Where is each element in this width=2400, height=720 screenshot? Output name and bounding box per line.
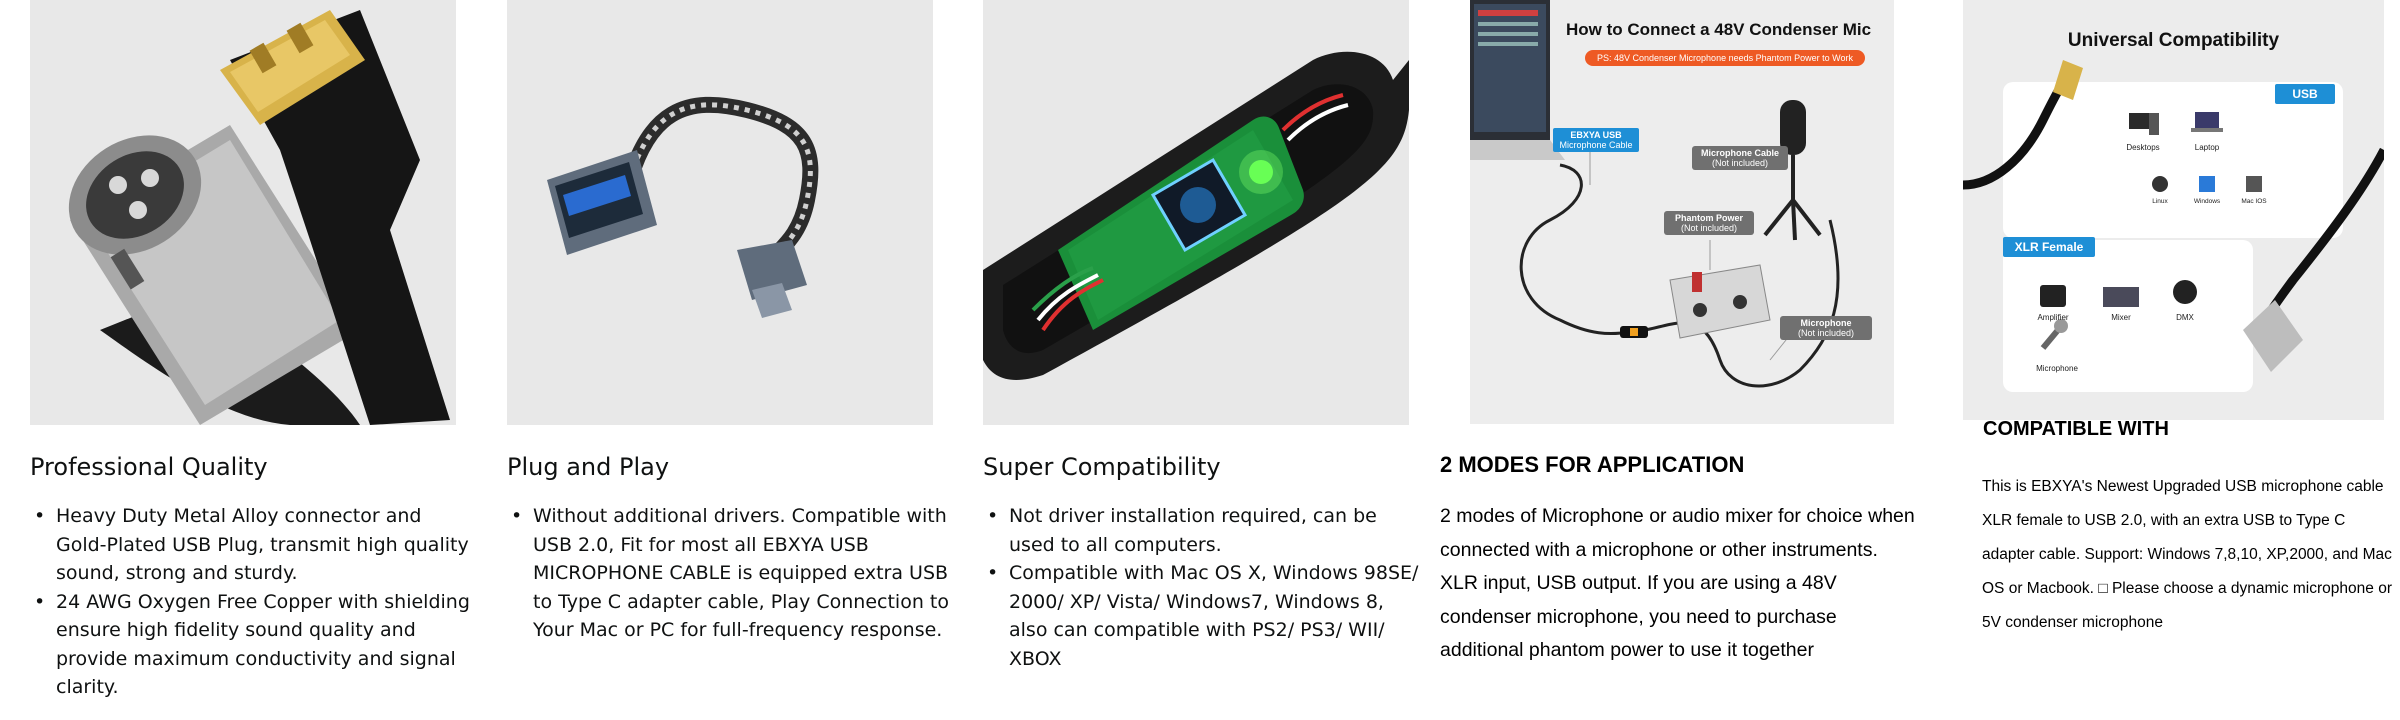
device-label-windows: Windows [2193, 198, 2221, 205]
connection-diagram-image: How to Connect a 48V Condenser Mic PS: 4… [1470, 0, 1894, 424]
card-title: Super Compatibility [983, 453, 1221, 481]
diagram-note: PS: 48V Condenser Microphone needs Phant… [1585, 50, 1865, 66]
compatibility-heading: Universal Compatibility [2067, 30, 2280, 51]
device-label-microphone: Microphone [2036, 364, 2078, 373]
card-title: Plug and Play [507, 453, 670, 481]
feature-list: Not driver installation required, can be… [983, 502, 1423, 673]
device-label-amplifier: Amplifier [2037, 313, 2069, 322]
feature-list: Without additional drivers. Compatible w… [507, 502, 949, 645]
list-item: 24 AWG Oxygen Free Copper with shielding… [30, 588, 470, 702]
circuit-board-image [983, 0, 1409, 425]
phantom-power-label: Phantom Power (Not included) [1664, 211, 1754, 235]
list-item: Without additional drivers. Compatible w… [507, 502, 949, 645]
list-item: Not driver installation required, can be… [983, 502, 1423, 559]
feature-card-professional-quality: Professional Quality Heavy Duty Metal Al… [0, 0, 480, 720]
xlr-female-tag: XLR Female [2003, 237, 2095, 257]
feature-card-plug-and-play: Plug and Play Without additional drivers… [480, 0, 960, 720]
device-label-desktops: Desktops [2126, 143, 2160, 152]
compatibility-image: Universal Compatibility USB XLR Female D… [1963, 0, 2384, 420]
usb-c-adapter-image [507, 0, 933, 425]
card-title: COMPATIBLE WITH [1983, 418, 2169, 440]
list-item: Compatible with Mac OS X, Windows 98SE/ … [983, 559, 1423, 673]
device-label-mixer: Mixer [2111, 313, 2131, 322]
card-body: 2 modes of Microphone or audio mixer for… [1440, 505, 1915, 661]
list-item: Heavy Duty Metal Alloy connector and Gol… [30, 502, 470, 588]
feature-card-two-modes: How to Connect a 48V Condenser Mic PS: 4… [1440, 0, 1920, 720]
microphone-label: Microphone (Not included) [1780, 316, 1872, 340]
card-body: This is EBXYA's Newest Upgraded USB micr… [1982, 478, 2392, 631]
device-label-laptop: Laptop [2194, 143, 2220, 152]
mic-cable-label: Microphone Cable (Not included) [1692, 146, 1788, 170]
diagram-heading: How to Connect a 48V Condenser Mic [1566, 20, 1872, 39]
feature-card-compatible-with: Universal Compatibility USB XLR Female D… [1920, 0, 2400, 720]
usb-cable-label: EBXYA USB Microphone Cable [1553, 128, 1639, 152]
usb-tag: USB [2275, 84, 2335, 104]
feature-card-super-compatibility: Super Compatibility Not driver installat… [960, 0, 1440, 720]
device-label-dmx: DMX [2176, 313, 2194, 322]
xlr-usb-plug-image [30, 0, 456, 425]
card-title: Professional Quality [30, 453, 268, 481]
card-title: 2 MODES FOR APPLICATION [1440, 452, 1745, 477]
device-label-mac-ios: Mac IOS [2241, 198, 2267, 205]
device-label-linux: Linux [2152, 198, 2168, 205]
feature-list: Heavy Duty Metal Alloy connector and Gol… [30, 502, 470, 702]
